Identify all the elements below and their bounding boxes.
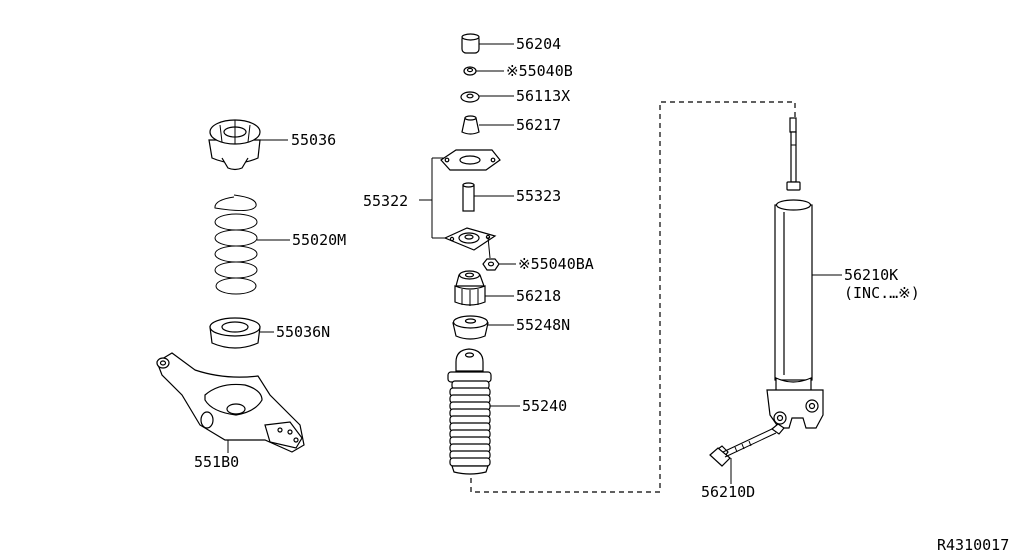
- label-55036N: 55036N: [276, 323, 330, 341]
- label-55020M: 55020M: [292, 231, 346, 249]
- part-55040B-nut: [463, 66, 504, 76]
- part-55036N-lower-spring-seat: [209, 317, 274, 349]
- diagram-code: R4310017: [937, 536, 1009, 554]
- part-56210K-shock-absorber: [766, 117, 842, 429]
- label-55322: 55322: [363, 192, 408, 210]
- label-56113X: 56113X: [516, 87, 570, 105]
- label-551B0: 551B0: [194, 453, 239, 471]
- part-55322-callout-bracket: [419, 157, 452, 239]
- part-56113X-washer: [460, 91, 514, 103]
- part-56204-bump-cap: [461, 33, 514, 54]
- label-56210D: 56210D: [701, 483, 755, 501]
- label-56210K: 56210K: [844, 266, 898, 284]
- part-55036-upper-spring-seat: [208, 119, 288, 171]
- label-56204: 56204: [516, 35, 561, 53]
- label-56218: 56218: [516, 287, 561, 305]
- label-55248N: 55248N: [516, 316, 570, 334]
- part-55020M-coil-spring: [214, 194, 290, 295]
- part-lower-mount-plate: [443, 227, 497, 259]
- part-55323-collar: [462, 182, 514, 212]
- part-56218-bushing: [454, 270, 514, 306]
- assembly-dashed-line: [470, 101, 796, 493]
- label-56210K-note: (INC.…※): [844, 284, 920, 302]
- part-551B0-lower-link: [156, 352, 305, 453]
- label-55036: 55036: [291, 131, 336, 149]
- part-55240-dust-boot: [447, 348, 520, 475]
- label-55040B: ※55040B: [506, 62, 573, 80]
- label-55323: 55323: [516, 187, 561, 205]
- part-55040BA-nut: [482, 258, 516, 271]
- part-55248N-seat: [452, 315, 514, 340]
- label-55240: 55240: [522, 397, 567, 415]
- label-56217: 56217: [516, 116, 561, 134]
- part-upper-mount-plate: [440, 149, 501, 171]
- part-56210D-bolt: [709, 423, 785, 484]
- part-56217-bushing: [461, 115, 514, 135]
- label-55040BA: ※55040BA: [518, 255, 594, 273]
